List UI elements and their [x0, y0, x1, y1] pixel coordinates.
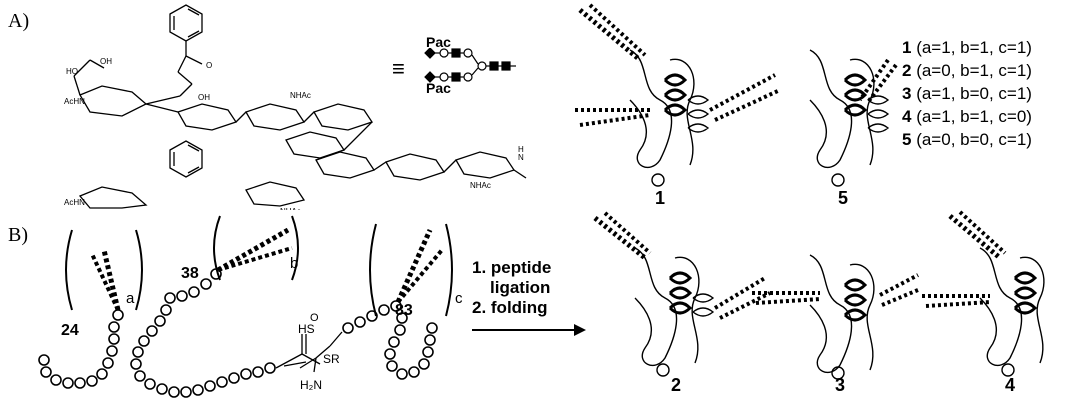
protein-1-structure [570, 0, 800, 195]
label-oh-2: OH [198, 93, 210, 102]
benzene-ring-bottom [170, 141, 202, 177]
legend-text-5: (a=0, b=0, c=1) [911, 130, 1032, 149]
protein-5-label: 5 [838, 188, 848, 209]
protein-5-structure [790, 30, 900, 195]
sialic-acid-ring-top [80, 86, 146, 116]
thiol-label: HS [298, 322, 315, 336]
label-n: N [518, 153, 524, 162]
label-achn-2: AcHN [64, 198, 85, 207]
legend-text-2: (a=0, b=1, c=1) [911, 61, 1032, 80]
label-h: H [518, 145, 524, 154]
protein-3-structure [750, 235, 920, 380]
legend-text-1: (a=1, b=1, c=1) [911, 38, 1032, 57]
amine-label: H₂N [300, 378, 322, 392]
legend-item-1: 1 (a=1, b=1, c=1) [902, 36, 1032, 59]
legend-item-3: 3 (a=1, b=0, c=1) [902, 82, 1032, 105]
thioester-label: SR [323, 352, 340, 366]
legend-item-2: 2 (a=0, b=1, c=1) [902, 59, 1032, 82]
sialic-acid-symbol [425, 48, 435, 58]
legend-item-5: 5 (a=0, b=0, c=1) [902, 128, 1032, 151]
glycan-structure-diagram: HO OH AcHN OH NHAc NHAc AcHN NHAc O N H [60, 0, 530, 210]
benzene-ring-top [170, 5, 202, 41]
residue-83-label: 83 [395, 302, 413, 320]
paren-a-close [136, 230, 142, 310]
mannose-symbol [478, 62, 486, 70]
label-achn: AcHN [64, 97, 85, 106]
subscript-a: a [126, 290, 134, 307]
legend-text-3: (a=1, b=0, c=1) [911, 84, 1032, 103]
glcnac-symbol [452, 49, 460, 57]
galactose-symbol [440, 49, 448, 57]
label-ho: HO [66, 67, 78, 76]
paren-a-open [66, 230, 72, 310]
paren-c-open [370, 224, 376, 316]
protein-2-structure [585, 208, 775, 378]
protein-3-label: 3 [835, 375, 845, 396]
glycan-symbol-diagram [420, 48, 520, 88]
protein-1-label: 1 [655, 188, 665, 209]
sialic-acid-ring-bottom [80, 187, 146, 208]
equivalence-sign: ≡ [392, 56, 405, 82]
label-nhac: NHAc [290, 91, 311, 100]
residue-38-label: 38 [181, 265, 199, 283]
legend-item-4: 4 (a=1, b=1, c=0) [902, 105, 1032, 128]
protein-2-label: 2 [671, 375, 681, 396]
label-nhac-2: NHAc [470, 181, 491, 190]
paren-c-close [446, 224, 452, 316]
step-1-ligation-label: ligation [490, 278, 550, 298]
segment-1-beads [39, 310, 123, 388]
subscript-c: c [455, 290, 463, 307]
step-2-label: 2. folding [472, 298, 548, 318]
reaction-arrow [470, 320, 590, 340]
panel-a-label: A) [8, 10, 29, 33]
label-oh: OH [100, 57, 112, 66]
residue-24-label: 24 [61, 322, 79, 340]
segment-2-beads [131, 269, 275, 397]
subscript-b: b [290, 255, 298, 272]
label-o: O [206, 61, 212, 70]
protein-4-label: 4 [1005, 375, 1015, 396]
step-1-label: 1. peptide [472, 258, 551, 278]
segment-3-beads [343, 301, 437, 379]
panel-b-label: B) [8, 224, 28, 247]
protein-4-structure [920, 208, 1070, 378]
compound-legend: 1 (a=1, b=1, c=1) 2 (a=0, b=1, c=1) 3 (a… [902, 36, 1032, 151]
legend-text-4: (a=1, b=1, c=0) [911, 107, 1032, 126]
